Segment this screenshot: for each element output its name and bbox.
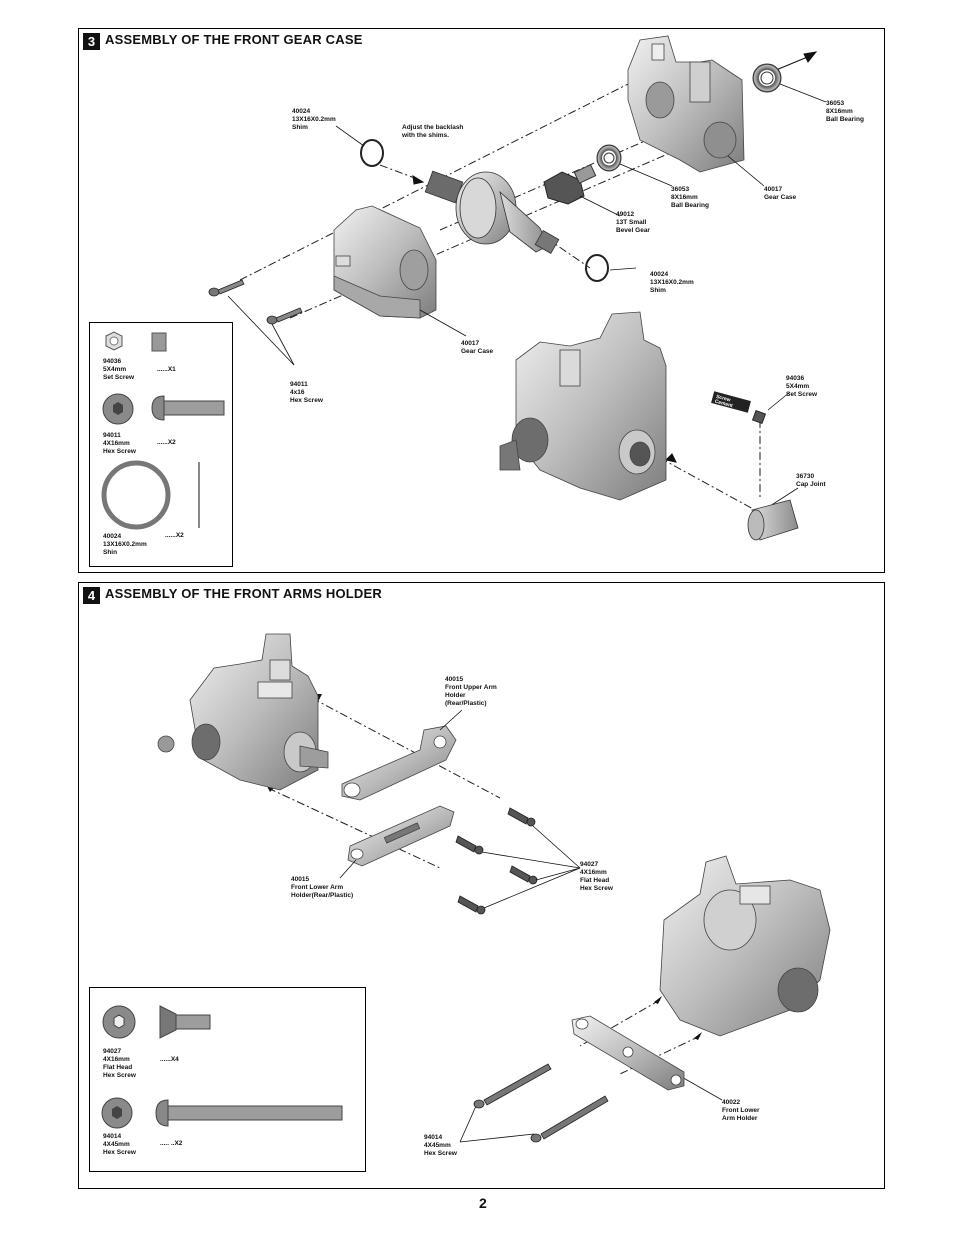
long-hex-screw-head-icon [101, 1097, 133, 1129]
step3-title: ASSEMBLY OF THE FRONT GEAR CASE [105, 32, 363, 47]
gear-case-step4-right [659, 855, 831, 1037]
flat-screw-icon-2 [455, 835, 484, 855]
upper-arm-holder-icon [341, 725, 457, 801]
shim-icon-bottom [585, 254, 609, 282]
hex-screw-side-icon [151, 395, 225, 421]
page-number: 2 [479, 1195, 487, 1211]
hex-screw-icon-2 [266, 307, 303, 325]
step3-parts-box [89, 322, 233, 567]
long-screw-icon-1 [473, 1063, 552, 1109]
cap-joint-icon [747, 499, 799, 541]
assembled-gear-case [499, 311, 667, 501]
parts-flat-screw-qty: ......X4 [160, 1056, 179, 1063]
screw-cement-tube-icon [711, 391, 751, 413]
ball-bearing-icon-right [752, 63, 782, 93]
differential-icon [424, 170, 560, 254]
step4-parts-box [89, 987, 366, 1172]
gear-case-left [333, 205, 437, 319]
gear-case-step4-left [157, 633, 329, 791]
parts-long-screw-qty: ..... ..X2 [160, 1140, 183, 1147]
set-screw-side-icon [151, 332, 167, 352]
flat-head-screw-head-icon [102, 1005, 136, 1039]
parts-hex-screw-qty: ......X2 [157, 439, 176, 446]
step4-title: ASSEMBLY OF THE FRONT ARMS HOLDER [105, 586, 382, 601]
set-screw-nut-icon [105, 331, 123, 351]
shim-icon-top [360, 139, 384, 167]
flat-head-screw-side-icon [159, 1005, 211, 1039]
parts-set-screw-qty: ......X1 [157, 366, 176, 373]
long-screw-icon-2 [530, 1095, 609, 1143]
gear-case-top [627, 35, 745, 173]
shim-face-icon [101, 460, 171, 530]
flat-screw-icon-4 [457, 895, 486, 915]
ball-bearing-icon-mid [596, 144, 622, 172]
set-screw-icon [751, 409, 767, 425]
flat-screw-icon-1 [507, 807, 536, 827]
lower-arm-holder-plastic-icon [347, 805, 455, 867]
step4-number: 4 [83, 587, 100, 604]
hex-screw-icon-1 [208, 279, 245, 297]
flat-screw-icon-3 [509, 865, 538, 885]
parts-shim-qty: ......X2 [165, 532, 184, 539]
step3-number: 3 [83, 33, 100, 50]
hex-screw-head-icon [102, 393, 134, 425]
long-hex-screw-side-icon [155, 1099, 343, 1127]
small-bevel-gear-icon [543, 164, 597, 205]
front-lower-arm-holder-icon [571, 1015, 685, 1091]
